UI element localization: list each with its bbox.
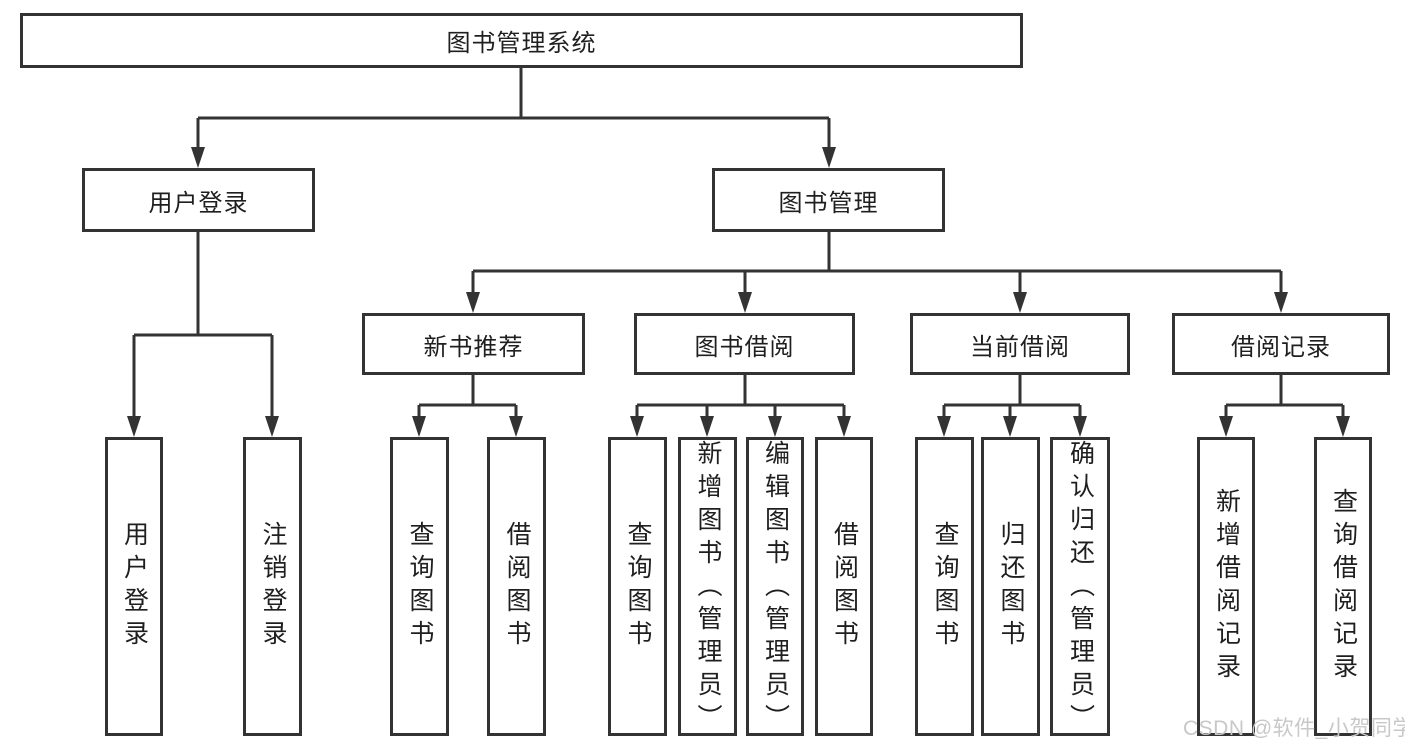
node-leaf-br-add-record: 新增借阅记录 [1197,437,1255,736]
node-label: 用户登录 [120,520,149,653]
node-label: 查询借阅记录 [1329,487,1358,686]
node-label: 查询图书 [624,520,652,653]
node-leaf-bb-query-books: 查询图书 [608,437,667,736]
node-label: 新书推荐 [423,333,524,361]
node-label: 新增图书（管理员） [694,440,722,737]
node-label: 图书管理 [778,189,879,217]
node-book-management: 图书管理 [712,168,945,232]
node-leaf-bb-edit-books-admin: 编辑图书（管理员） [746,437,804,737]
node-label: 确认归还（管理员） [1066,440,1095,737]
node-leaf-cb-query-books: 查询图书 [915,437,974,736]
node-label: 新增借阅记录 [1212,487,1241,686]
node-leaf-nbr-borrow-books: 借阅图书 [487,437,546,736]
node-label: 查询图书 [931,520,959,653]
node-label: 当前借阅 [970,333,1070,361]
node-system-root: 图书管理系统 [20,13,1023,68]
node-leaf-cb-return-books: 归还图书 [981,437,1040,736]
node-leaf-logout: 注销登录 [243,437,302,736]
node-new-book-recommend: 新书推荐 [362,313,585,375]
csdn-watermark: CSDN @软件_小贺同学 [1183,717,1405,740]
node-label: 图书管理系统 [446,30,597,57]
node-leaf-cb-confirm-return-admin: 确认归还（管理员） [1050,437,1110,737]
node-leaf-user-login: 用户登录 [105,437,163,736]
node-book-borrowing: 图书借阅 [634,313,855,375]
node-leaf-bb-borrow-books: 借阅图书 [815,437,873,736]
node-label: 借阅记录 [1231,333,1331,361]
node-user-login: 用户登录 [82,168,315,232]
node-borrowing-records: 借阅记录 [1172,313,1390,375]
arrowheads [127,147,1350,437]
node-label: 查询图书 [406,520,434,653]
node-leaf-nbr-query-books: 查询图书 [390,437,449,736]
node-label: 编辑图书（管理员） [761,440,790,737]
node-label: 图书借阅 [694,333,795,361]
node-label: 注销登录 [259,520,287,653]
node-label: 用户登录 [148,189,249,217]
node-leaf-bb-add-books-admin: 新增图书（管理员） [678,437,737,737]
node-current-borrowing: 当前借阅 [910,313,1130,375]
node-leaf-br-query-record: 查询借阅记录 [1314,437,1372,736]
node-label: 借阅图书 [830,520,859,653]
node-label: 归还图书 [997,520,1025,653]
node-label: 借阅图书 [503,520,531,653]
